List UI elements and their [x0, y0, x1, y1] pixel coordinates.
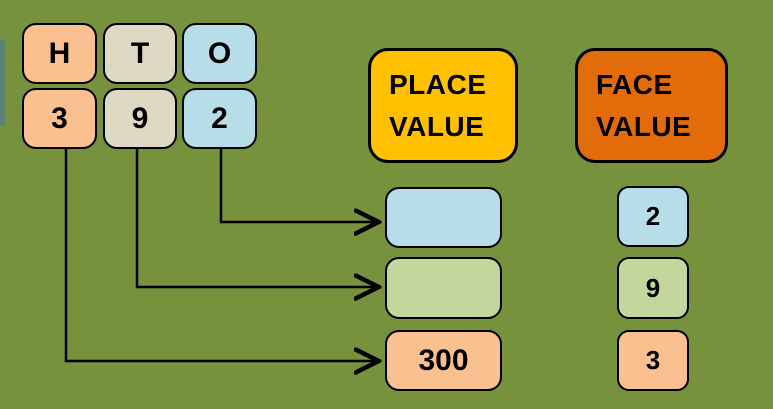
- digit-box-tens: 9: [103, 88, 177, 149]
- digit-box-hundreds: 3: [22, 88, 97, 149]
- connector-arrow-ones: [219, 149, 376, 222]
- column-header-hundreds: H: [22, 23, 97, 84]
- column-header-tens-label: T: [130, 36, 150, 70]
- column-header-ones: O: [182, 23, 257, 84]
- digit-box-ones: 2: [182, 88, 257, 149]
- digit-ones: 2: [211, 101, 228, 135]
- place-value-hundreds-value: 300: [418, 343, 469, 377]
- face-value-hundreds-value: 3: [645, 345, 661, 375]
- connector-arrow-tens: [135, 149, 376, 287]
- column-header-ones-label: O: [207, 36, 232, 70]
- digit-tens: 9: [131, 101, 149, 135]
- face-value-box-ones: 2: [617, 186, 689, 247]
- place-value-box-hundreds: 300: [385, 330, 502, 391]
- face-value-header-line2: VALUE: [596, 110, 692, 142]
- left-edge-strip: [0, 40, 5, 126]
- digit-hundreds: 3: [51, 101, 68, 135]
- column-header-hundreds-label: H: [48, 36, 71, 70]
- connector-arrow-hundreds: [64, 149, 376, 361]
- place-value-box-tens: [385, 257, 502, 319]
- face-value-box-hundreds: 3: [617, 330, 689, 391]
- face-value-ones-value: 2: [645, 201, 661, 231]
- place-value-header-line2: VALUE: [389, 110, 485, 142]
- column-header-tens: T: [103, 23, 177, 84]
- face-value-header: FACE VALUE: [575, 48, 728, 163]
- face-value-tens-value: 9: [645, 272, 661, 303]
- place-value-box-ones: [385, 187, 502, 248]
- face-value-box-tens: 9: [617, 257, 689, 319]
- place-value-header: PLACE VALUE: [368, 48, 518, 163]
- place-value-header-line1: PLACE: [389, 68, 487, 100]
- face-value-header-line1: FACE: [596, 68, 673, 100]
